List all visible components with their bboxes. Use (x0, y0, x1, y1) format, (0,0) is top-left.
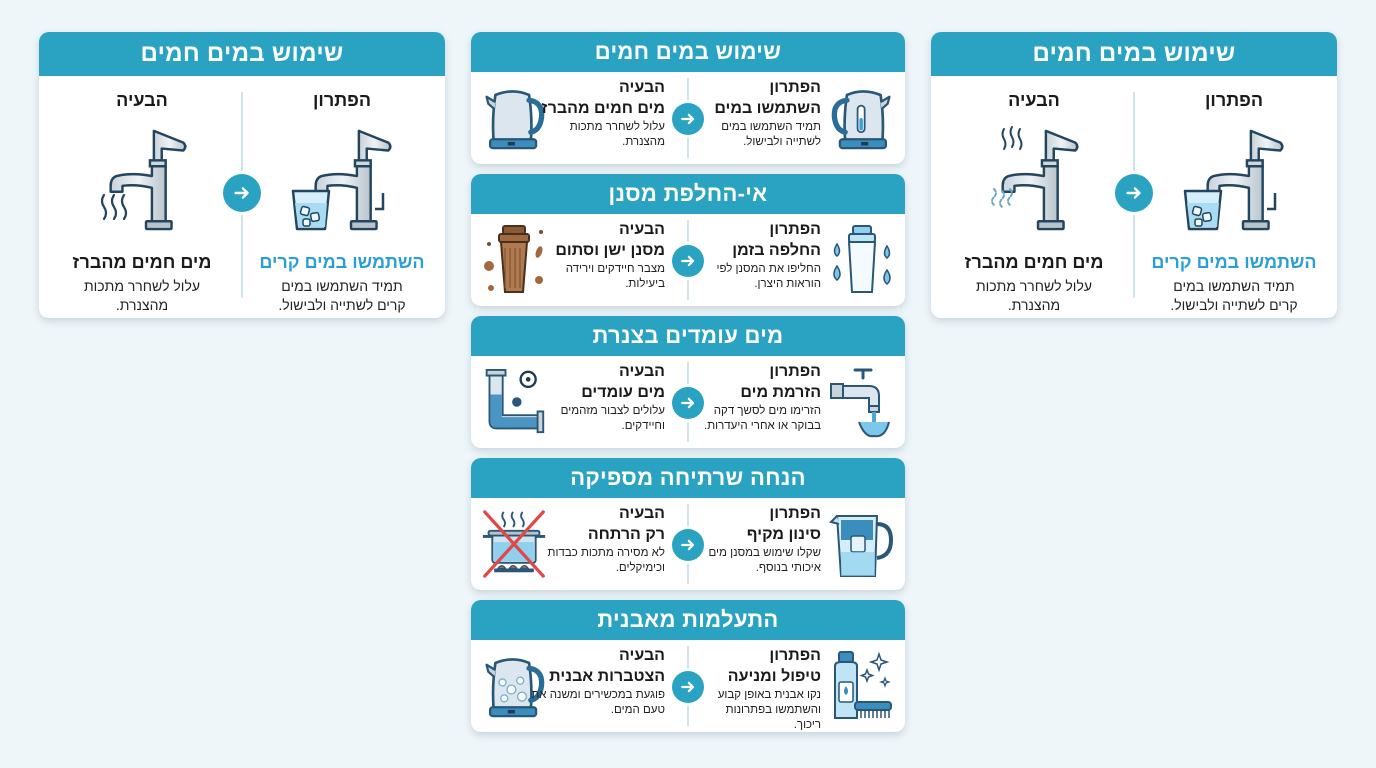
arrow-badge (672, 103, 704, 135)
problem-text: הבעיה הצטברות אבנית פוגעת במכשירים ומשנה… (525, 646, 665, 718)
problem-headline: מים עומדים (581, 384, 665, 401)
solution-description: תמיד השתמשו במים קרים לשתייה ולבישול. (278, 278, 406, 313)
problem-text: הבעיה מים עומדים עלולים לצבור מזהמים וחי… (525, 362, 665, 434)
problem-headline: מים חמים מהברז (72, 252, 212, 272)
faucet-cold-water-glass-icon (1139, 122, 1329, 234)
problem-label: הבעיה (619, 505, 665, 522)
boiling-pot-crossed-icon (481, 504, 547, 584)
faucet-steam-icon (47, 122, 237, 234)
problem-text: הבעיה מים חמים מהברז עלול לשחרר מתכות מה… (525, 78, 665, 150)
faucet-steam-icon (939, 122, 1129, 234)
problem-headline: הצטברות אבנית (549, 668, 665, 685)
solution-label: הפתרון (769, 221, 821, 238)
running-tap-icon (829, 362, 895, 442)
solution-description: החליפו את המסנן לפי הוראות היצרן. (716, 263, 821, 290)
arrow-right-icon (681, 681, 695, 693)
card-title: מים עומדים בצנרת (471, 316, 905, 356)
problem-headline: מסנן ישן וסתום (555, 242, 665, 259)
left-card: שימוש במים חמים הבעיה מים חמים מהברז עלו… (39, 32, 445, 318)
problem-label: הבעיה (619, 221, 665, 238)
problem-headline: מים חמים מהברז (541, 100, 665, 117)
solution-label: הפתרון (769, 363, 821, 380)
problem-description: עלול לשחרר מתכות מהצנרת. (975, 278, 1093, 313)
limescale-kettle-icon (481, 646, 547, 726)
arrow-badge (672, 387, 704, 419)
problem-text: הבעיה רק הרתחה לא מסירה מתכות כבדות וכימ… (525, 504, 665, 576)
arrow-right-icon (681, 255, 695, 267)
arrow-badge (1115, 174, 1153, 212)
problem-description: פוגעת במכשירים ומשנה את טעם המים. (531, 689, 665, 716)
solution-text: הפתרון טיפול ומניעה נקו אבנית באופן קבוע… (701, 646, 821, 732)
arrow-right-icon (681, 113, 695, 125)
arrow-badge (672, 671, 704, 703)
problem-headline: מים חמים מהברז (964, 252, 1104, 272)
clean-filter-drops-icon (829, 220, 895, 300)
problem-description: עלול לשחרר מתכות מהצנרת. (83, 278, 201, 313)
solution-column: הפתרון השתמשו במים קרים תמיד השתמשו במים… (1139, 76, 1329, 315)
card-title: אי-החלפת מסנן (471, 174, 905, 214)
arrow-badge (672, 529, 704, 561)
arrow-badge (672, 245, 704, 277)
arrow-right-icon (681, 397, 695, 409)
solution-label: הפתרון (769, 79, 821, 96)
solution-label: הפתרון (312, 90, 372, 110)
solution-description: שקלו שימוש במסנן מים איכותי בנוסף. (708, 547, 821, 574)
solution-description: הזרימו מים לסשך דקה בבוקר או אחרי היעדרו… (704, 405, 821, 432)
solution-text: הפתרון סינון מקיף שקלו שימוש במסנן מים א… (701, 504, 821, 576)
right-card: שימוש במים חמים הבעיה מים חמים מהברז עלו… (931, 32, 1337, 318)
problem-label: הבעיה (1008, 90, 1060, 110)
pipe-biohazard-icon (481, 362, 547, 442)
center-card-stagnant: מים עומדים בצנרת הבעיה מים עומדים עלולים… (471, 316, 905, 448)
problem-description: עלול לשחרר מתכות מהצנרת. (569, 121, 665, 148)
problem-label: הבעיה (116, 90, 168, 110)
problem-text: הבעיה מסנן ישן וסתום מצבר חיידקים וירידה… (525, 220, 665, 292)
faucet-cold-water-glass-icon (247, 122, 437, 234)
card-title: הנחה שרתיחה מספיקה (471, 458, 905, 498)
problem-description: עלולים לצבור מזהמים וחיידקים. (560, 405, 665, 432)
problem-label: הבעיה (619, 79, 665, 96)
solution-headline: השתמשו במים קרים (1151, 252, 1317, 272)
card-title: שימוש במים חמים (39, 32, 445, 76)
solution-description: תמיד השתמשו במים לשתייה ולבישול. (721, 121, 821, 148)
problem-column: הבעיה מים חמים מהברז עלול לשחרר מתכות מה… (939, 76, 1129, 315)
card-title: שימוש במים חמים (471, 32, 905, 72)
solution-headline: הזרמת מים (740, 384, 821, 401)
solution-headline: השתמשו במים (714, 100, 821, 117)
dirty-filter-icon (481, 220, 547, 300)
solution-label: הפתרון (769, 647, 821, 664)
problem-description: לא מסירה מתכות כבדות וכימיקלים. (547, 547, 665, 574)
center-card-boiling: הנחה שרתיחה מספיקה הבעיה רק הרתחה לא מסי… (471, 458, 905, 590)
center-card-filter: אי-החלפת מסנן הבעיה מסנן ישן וסתום מצבר … (471, 174, 905, 306)
solution-column: הפתרון השתמשו במים קרים תמיד השתמשו במים… (247, 76, 437, 315)
center-card-hot-water: שימוש במים חמים הבעיה מים חמים מהברז עלו… (471, 32, 905, 164)
cleaning-bottle-brush-icon (829, 646, 895, 726)
card-title: שימוש במים חמים (931, 32, 1337, 76)
solution-description: תמיד השתמשו במים קרים לשתייה ולבישול. (1170, 278, 1298, 313)
solution-headline: השתמשו במים קרים (259, 252, 425, 272)
card-title: התעלמות מאבנית (471, 600, 905, 640)
problem-description: מצבר חיידקים וירידה ביעילות. (565, 263, 665, 290)
problem-label: הבעיה (619, 363, 665, 380)
arrow-right-icon (681, 539, 695, 551)
solution-headline: טיפול ומניעה (727, 668, 821, 685)
problem-column: הבעיה מים חמים מהברז עלול לשחרר מתכות מה… (47, 76, 237, 315)
problem-headline: רק הרתחה (587, 526, 665, 543)
solution-label: הפתרון (769, 505, 821, 522)
solution-text: הפתרון השתמשו במים תמיד השתמשו במים לשתי… (701, 78, 821, 150)
solution-description: נקו אבנית באופן קבוע והשתמשו בפתרונות רי… (717, 689, 821, 731)
problem-label: הבעיה (619, 647, 665, 664)
solution-headline: החלפה בזמן (732, 242, 821, 259)
solution-label: הפתרון (1204, 90, 1264, 110)
center-card-limescale: התעלמות מאבנית הבעיה הצטברות אבנית פוגעת… (471, 600, 905, 732)
arrow-badge (223, 174, 261, 212)
solution-text: הפתרון החלפה בזמן החליפו את המסנן לפי הו… (701, 220, 821, 292)
solution-text: הפתרון הזרמת מים הזרימו מים לסשך דקה בבו… (701, 362, 821, 434)
solution-headline: סינון מקיף (746, 526, 821, 543)
electric-kettle-icon (829, 78, 895, 158)
water-filter-pitcher-icon (829, 504, 895, 584)
